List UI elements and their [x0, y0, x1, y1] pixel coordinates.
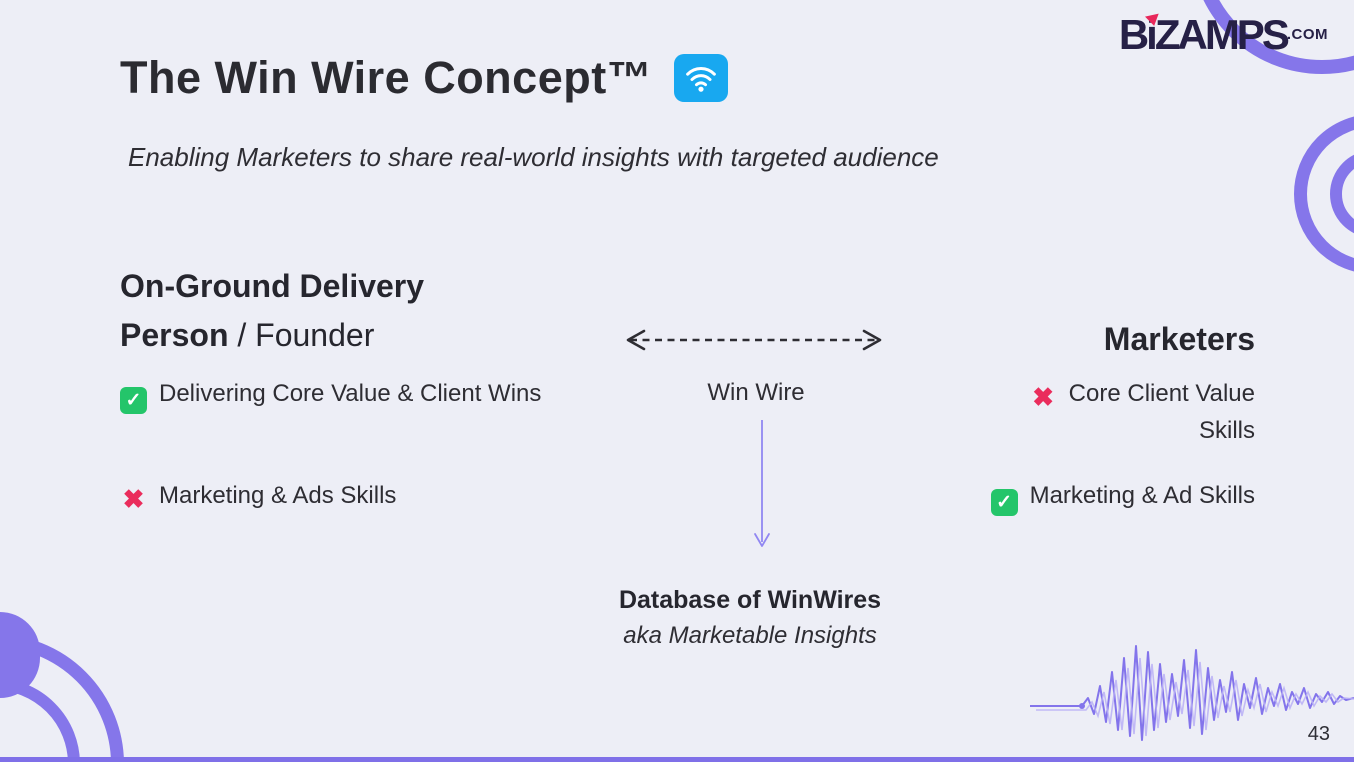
logo-tld-text: .COM	[1286, 26, 1328, 43]
slide-title: The Win Wire Concept™	[120, 52, 653, 103]
list-item-text: Delivering Core Value & Client Wins	[159, 380, 542, 407]
list-item-delivering-core-value: ✓ Delivering Core Value & Client Wins	[120, 375, 550, 414]
page-number: 43	[1307, 723, 1330, 745]
down-arrow	[754, 420, 770, 547]
logo-brand-text: BiZAMPS	[1118, 11, 1290, 58]
logo: BiZAMPS .COM	[1118, 11, 1328, 58]
database-subtitle: aka Marketable Insights	[623, 622, 877, 649]
win-wire-label: Win Wire	[707, 379, 805, 406]
check-icon: ✓	[990, 489, 1018, 516]
cross-icon: ✖	[122, 484, 145, 514]
wifi-icon	[674, 54, 729, 102]
list-item-text: Marketing & Ads Skills	[159, 482, 397, 509]
double-headed-dashed-arrow	[626, 329, 882, 351]
list-item-marketing-ads-skills: ✖ Marketing & Ads Skills	[120, 477, 550, 514]
right-column-heading: Marketers	[1103, 321, 1255, 357]
cross-icon: ✖	[1032, 382, 1055, 412]
list-item-text: Core Client Value Skills	[1068, 380, 1255, 444]
slide-subtitle: Enabling Marketers to share real-world i…	[128, 142, 939, 172]
left-heading-light: / Founder	[237, 317, 375, 353]
left-heading-strong: On-Ground Delivery Person	[120, 268, 425, 353]
list-item-core-client-value: ✖ Core Client Value Skills	[983, 375, 1255, 449]
list-item-marketing-ad-skills: ✓ Marketing & Ad Skills	[915, 477, 1255, 516]
check-icon: ✓	[120, 387, 147, 414]
left-column-heading: On-Ground Delivery Person / Founder	[120, 262, 500, 360]
waveform-decoration	[1030, 645, 1354, 741]
title-row: The Win Wire Concept™	[120, 52, 729, 104]
database-title: Database of WinWires	[618, 586, 882, 614]
bottom-accent-bar	[0, 757, 1354, 762]
list-item-text: Marketing & Ad Skills	[1029, 482, 1255, 509]
